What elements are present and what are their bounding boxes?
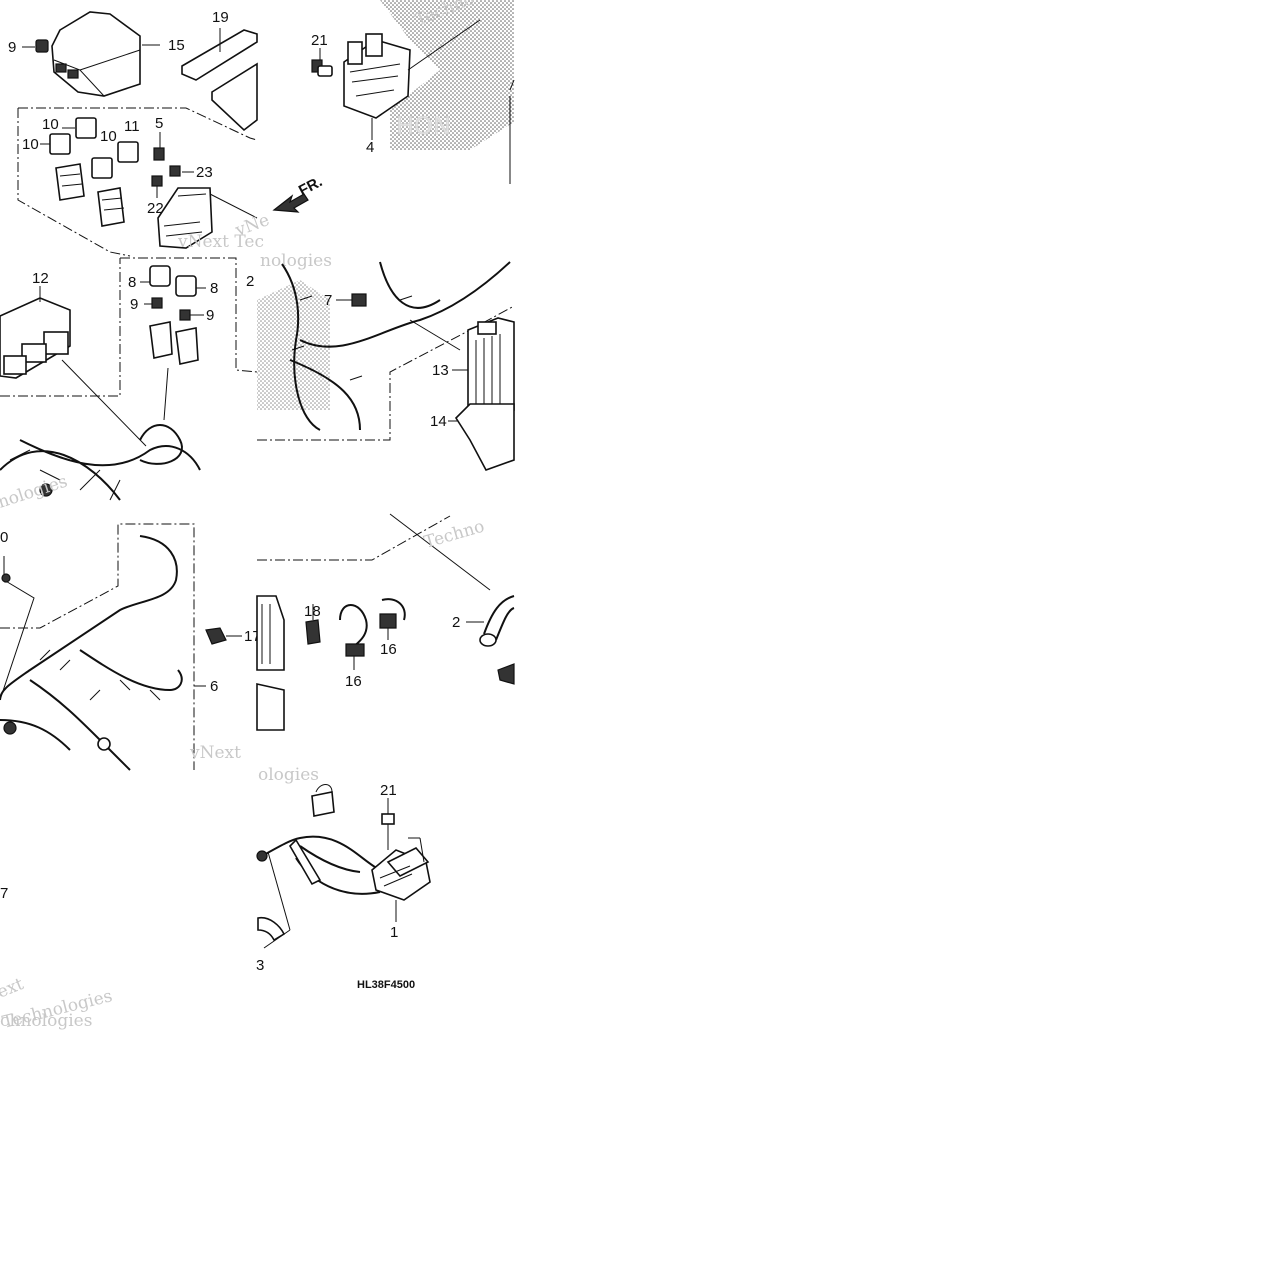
watermark-nologies-a: nologies bbox=[0, 471, 70, 512]
callout-21-b: 21 bbox=[380, 782, 397, 799]
callout-16-a: 16 bbox=[345, 673, 362, 690]
callout-6: 6 bbox=[210, 678, 218, 695]
callout-2: 2 bbox=[452, 614, 460, 631]
callout-9-b: 9 bbox=[130, 296, 138, 313]
watermark-hon: HON bbox=[396, 112, 451, 140]
callout-0: 0 bbox=[0, 529, 8, 546]
callout-18: 18 bbox=[304, 603, 321, 620]
callout-1: 1 bbox=[390, 924, 398, 941]
callout-8-a: 8 bbox=[128, 274, 136, 291]
tile-ecm: nologies 7 13 14 2 bbox=[246, 251, 515, 471]
callout-11: 11 bbox=[124, 118, 140, 135]
callout-5: 5 bbox=[155, 115, 163, 132]
callout-7: 7 bbox=[324, 292, 332, 309]
callout-12: 12 bbox=[32, 270, 49, 287]
callout-16-b: 16 bbox=[380, 641, 397, 658]
tile-main-harness: 0 17 6 vNext bbox=[0, 523, 261, 771]
tile-ecu: HON Techno 4 21 FR. vNe bbox=[232, 0, 515, 241]
callout-19: 19 bbox=[212, 9, 229, 26]
tile-coil: ologies 1 21 3 HL38F4500 bbox=[256, 765, 431, 991]
callout-3: 3 bbox=[256, 957, 264, 974]
diagram-code: HL38F4500 bbox=[357, 979, 415, 991]
watermark-chnologies: chnologies bbox=[0, 1011, 92, 1031]
callout-2-b: 2 bbox=[246, 273, 254, 290]
tile-clamps: Techno 18 16 16 2 bbox=[256, 513, 515, 731]
callout-13: 13 bbox=[432, 362, 449, 379]
callout-9-c: 9 bbox=[206, 307, 214, 324]
front-arrow-icon bbox=[272, 193, 309, 213]
callout-7-b: 7 bbox=[0, 885, 8, 902]
callout-8-b: 8 bbox=[210, 280, 218, 297]
callout-23: 23 bbox=[196, 164, 213, 181]
callout-10-a: 10 bbox=[42, 116, 59, 133]
watermark-ext: ext bbox=[0, 974, 27, 1003]
callout-10-c: 10 bbox=[100, 128, 117, 145]
callout-21-a: 21 bbox=[311, 32, 328, 49]
watermark-techno-mid: Techno bbox=[422, 517, 487, 553]
watermark-nologies-b: nologies bbox=[260, 251, 332, 271]
callout-15: 15 bbox=[168, 37, 185, 54]
tile-harness-left: 12 8 8 9 9 nologies bbox=[0, 257, 258, 513]
callout-22: 22 bbox=[147, 200, 164, 217]
callout-9-a: 9 bbox=[8, 39, 16, 56]
watermark-vnext-tec: vNext Tec bbox=[177, 232, 264, 252]
callout-14: 14 bbox=[430, 413, 447, 430]
callout-10-b: 10 bbox=[22, 136, 39, 153]
tile-fuse-box: 15 9 19 10 10 10 11 5 23 bbox=[8, 9, 264, 257]
callout-4: 4 bbox=[366, 139, 374, 156]
watermark-nologies-c: ologies bbox=[258, 765, 319, 785]
tile-bottom-left: 7 ext Technologies chnologies bbox=[0, 885, 114, 1033]
watermark-vnext: vNext bbox=[189, 743, 241, 763]
